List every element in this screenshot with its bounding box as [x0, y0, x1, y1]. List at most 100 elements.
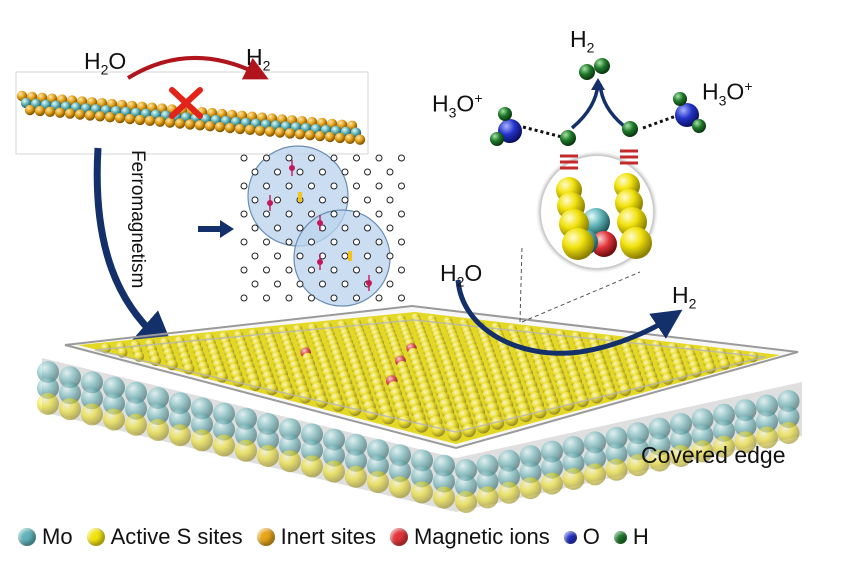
inert-atom [224, 122, 236, 134]
blocked-cross-icon [169, 87, 203, 119]
inert-atom [274, 127, 286, 138]
lattice-site [296, 280, 304, 288]
h2-top-label: H2 [246, 44, 271, 74]
front-atom [734, 431, 757, 454]
lattice-site [296, 224, 304, 232]
inert-atom [194, 120, 206, 131]
lattice-site [274, 252, 281, 260]
legend-label: Mo [42, 524, 73, 549]
lattice-site [285, 154, 293, 162]
front-atom [37, 361, 59, 383]
inert-atom [164, 117, 176, 128]
lattice-site [375, 266, 383, 274]
lattice-site [319, 280, 326, 288]
front-atom [627, 438, 649, 461]
lattice-site [251, 280, 259, 288]
front-atom [498, 465, 520, 488]
lattice-site [285, 238, 293, 246]
front-atom [562, 468, 585, 490]
front-atom [455, 491, 477, 513]
front-atom [389, 460, 411, 483]
front-atom [411, 481, 433, 504]
lattice-site [364, 252, 371, 260]
legend-label: Active S sites [110, 524, 243, 549]
lattice-site [364, 168, 371, 176]
lattice-site [308, 294, 315, 302]
mo-atom-icon [18, 528, 36, 546]
inert-atom [214, 121, 226, 133]
lattice-site [353, 210, 360, 218]
lattice-site [296, 252, 304, 260]
inert-atom [24, 104, 36, 116]
lattice-site [353, 154, 360, 162]
inert-atom [254, 125, 266, 136]
inert-atom [54, 107, 66, 118]
front-atom [734, 415, 757, 438]
active-s-atom [647, 376, 660, 389]
lattice-site [341, 280, 349, 288]
front-atom [323, 444, 345, 467]
slab-atoms [16, 90, 366, 145]
lattice-site [308, 266, 315, 274]
front-atom [37, 393, 59, 415]
front-atom [279, 418, 301, 441]
inert-atom [174, 118, 186, 129]
lattice-site [398, 210, 405, 218]
front-atom [301, 423, 323, 446]
lattice-arrow-icon [198, 220, 234, 238]
inert-atom [74, 109, 86, 120]
inert-basal-slab [15, 71, 369, 155]
h2o-main-label: H2O [440, 260, 483, 290]
front-atom [367, 439, 389, 461]
front-atom [541, 456, 563, 479]
active-s-atom [398, 415, 412, 429]
lattice-site [330, 154, 338, 162]
inert-atom [144, 115, 156, 127]
lattice-site [386, 224, 394, 232]
inert-atom [244, 124, 256, 135]
front-atom [670, 429, 692, 451]
lattice-site [308, 238, 315, 246]
lattice-site [375, 182, 383, 190]
front-atom [235, 423, 257, 446]
active-s-atom [365, 407, 379, 421]
front-atom [455, 459, 477, 481]
front-atom [257, 413, 279, 435]
front-atom [605, 442, 628, 465]
lattice-site [330, 266, 338, 274]
lattice-site [398, 238, 405, 246]
lattice-site [251, 252, 259, 260]
slab-front-atoms [37, 361, 800, 513]
front-atom [433, 486, 455, 509]
ferromagnetism-label: Ferromagnetism [127, 150, 148, 289]
lattice-site [386, 168, 394, 176]
inert-atom [284, 128, 296, 139]
front-atom [213, 418, 235, 441]
front-atom [605, 458, 628, 481]
front-atom [59, 398, 81, 421]
front-atom [584, 463, 606, 486]
inert-atom [34, 105, 46, 117]
front-atom [691, 408, 714, 431]
front-atom [777, 390, 800, 412]
front-atom [323, 428, 345, 451]
front-atom [125, 381, 147, 404]
front-atom [345, 433, 367, 456]
front-atom [648, 449, 671, 472]
front-atom [103, 408, 125, 431]
legend-label: H [632, 524, 649, 549]
front-atom [713, 419, 735, 442]
lattice-site [341, 252, 349, 260]
magnetic-lattice [240, 145, 405, 307]
covered-edge-label: Covered edge [641, 442, 786, 468]
lattice-site [263, 182, 270, 190]
active-s-atom [633, 380, 646, 393]
lattice-site [274, 196, 281, 204]
front-atom [584, 431, 606, 454]
inert-atom [234, 123, 246, 135]
lattice-site [251, 224, 259, 232]
h2-inset-label: H2 [570, 26, 595, 56]
front-atom [59, 366, 81, 389]
her-inset [490, 58, 706, 274]
